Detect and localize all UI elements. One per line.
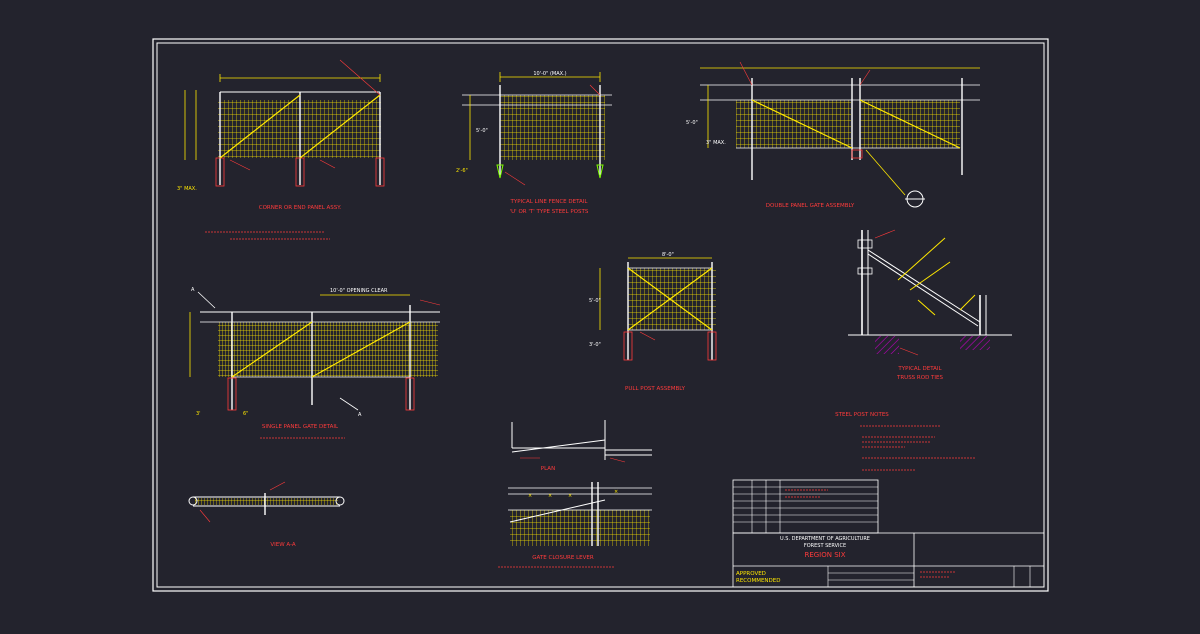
region-text: REGION SIX [804,551,845,559]
sheet-border-outer [152,38,1049,592]
corner-panel-detail: 3" MAX. CORNER OR END PANEL ASSY. [177,59,385,211]
double-gate-title: DOUBLE PANEL GATE ASSEMBLY [766,203,855,209]
truss-title-2: TRUSS ROD TIES [896,375,944,381]
single-gate-title: SINGLE PANEL GATE DETAIL [262,424,339,430]
section-mark-bottom: A [358,412,362,418]
line-fence-embed-dim: 2'-6" [456,168,468,174]
sheet-border-inner [156,42,1045,588]
single-gate-bottom-dim: 6" [243,411,248,417]
truss-rod-detail: TYPICAL DETAIL TRUSS ROD TIES [848,229,1012,381]
single-gate-detail: 10'-0" OPENING CLEAR A A 3' 6" SINGLE PA… [189,287,441,430]
gate-closure-detail: PLAN × × × × GATE CLOSURE LEVER [508,420,652,561]
pull-post-embed-dim: 3'-0" [589,342,601,348]
line-fence-height-dim: 5'-0" [476,128,488,134]
truss-title-1: TYPICAL DETAIL [897,366,942,372]
corner-panel-title: CORNER OR END PANEL ASSY. [259,205,342,211]
line-fence-detail: 10'-0" (MAX.) 5'-0" 2'-6" TYPICAL LINE F… [456,71,612,215]
barb-1: × [528,493,532,499]
pull-post-height-dim: 5'-0" [589,298,601,304]
single-gate-side-dim: 3' [196,411,201,417]
revision-table [732,479,879,534]
double-gate-detail: 5'-0" 3" MAX. DOUBLE PANEL GATE ASSEMBLY [686,61,980,209]
steel-post-notes-title: STEEL POST NOTES [835,412,889,418]
steel-post-notes: STEEL POST NOTES [205,231,975,568]
agency-text: U.S. DEPARTMENT OF AGRICULTURE [780,536,870,542]
pull-post-title: PULL POST ASSEMBLY [625,386,686,392]
view-aa-title: VIEW A-A [270,542,296,548]
title-block: U.S. DEPARTMENT OF AGRICULTURE FOREST SE… [732,532,1045,588]
approved-text: APPROVED [736,571,766,577]
line-fence-title-1: TYPICAL LINE FENCE DETAIL [509,199,588,205]
gate-closure-title: GATE CLOSURE LEVER [532,555,594,561]
double-gate-gap-dim: 3" MAX. [706,140,726,146]
barb-3: × [568,493,572,499]
pull-post-detail: 8'-0" 5'-0" 3'-0" PULL POST ASSEMBLY [589,252,717,392]
barb-4: × [614,489,618,495]
max-gap-label: 3" MAX. [177,186,197,192]
line-fence-title-2: 'U' OR 'T' TYPE STEEL POSTS [510,209,589,215]
opening-clear-dim: 10'-0" OPENING CLEAR [330,288,388,294]
service-text: FOREST SERVICE [804,543,846,549]
pull-post-span-dim: 8'-0" [662,252,674,258]
barb-2: × [548,493,552,499]
double-gate-height-dim: 5'-0" [686,120,698,126]
view-aa-detail: VIEW A-A [188,481,345,548]
recommended-text: RECOMMENDED [736,578,781,584]
section-mark-top: A [191,287,195,293]
plan-title: PLAN [541,466,555,472]
line-fence-span-dim: 10'-0" (MAX.) [533,71,566,77]
